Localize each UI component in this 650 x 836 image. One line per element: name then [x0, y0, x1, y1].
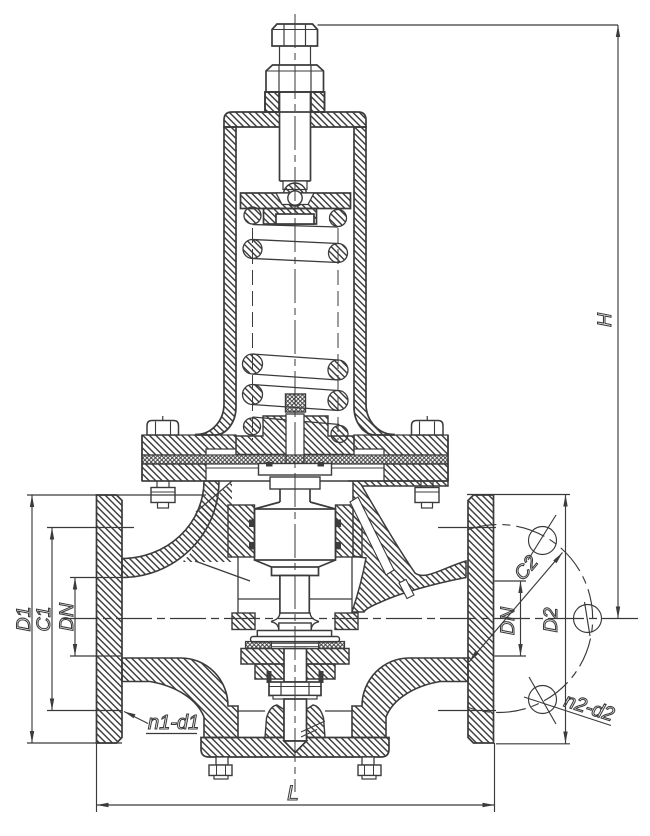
svg-text:DN: DN — [56, 602, 78, 631]
svg-text:L: L — [287, 782, 299, 805]
svg-text:H: H — [594, 312, 616, 327]
svg-text:n1-d1: n1-d1 — [148, 712, 199, 734]
svg-text:C1: C1 — [33, 607, 55, 632]
svg-text:D1: D1 — [13, 607, 35, 632]
svg-text:DN: DN — [497, 606, 519, 635]
svg-text:D2: D2 — [540, 607, 562, 632]
